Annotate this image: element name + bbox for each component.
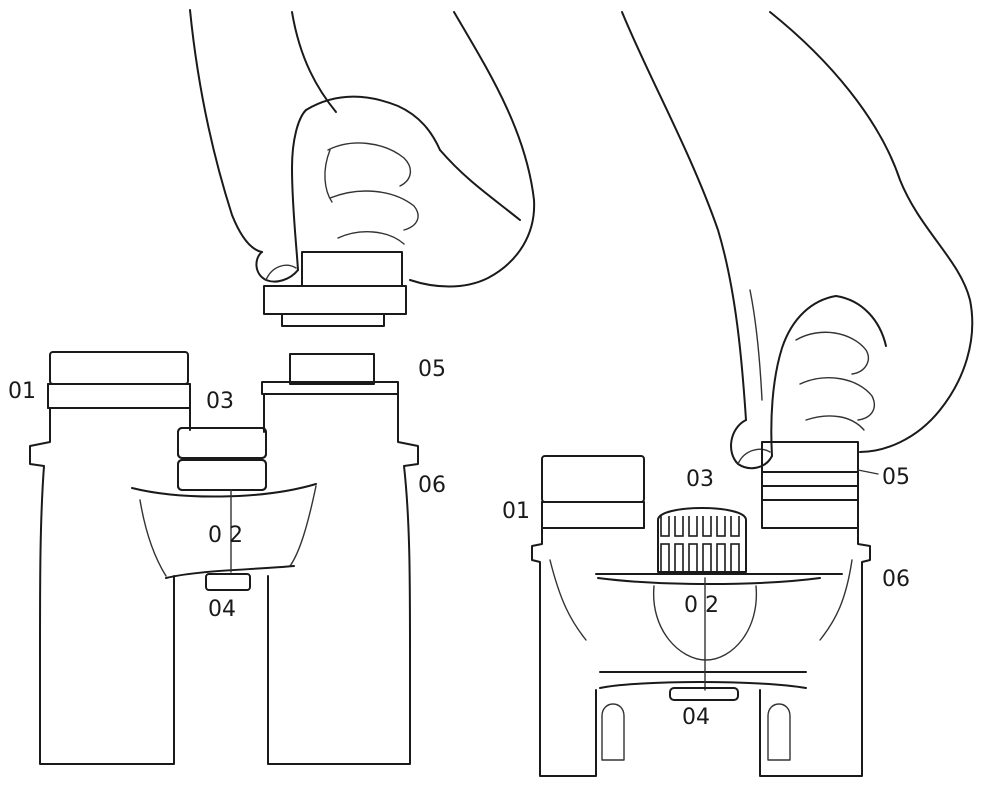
label-04-right: 04 [682, 705, 710, 730]
left-hand [189, 9, 536, 288]
label-01-left: 01 [8, 379, 36, 404]
right-focus-knob [597, 507, 821, 701]
right-binocular: 01 0 2 03 04 05 06 [502, 11, 974, 777]
label-03-right: 03 [686, 467, 714, 492]
label-06-right: 06 [882, 567, 910, 592]
label-01-right: 01 [502, 499, 530, 524]
left-bridge [131, 483, 317, 591]
right-eyecup [761, 441, 879, 529]
label-05-right: 05 [882, 465, 910, 490]
label-02-left: 0 2 [208, 523, 243, 548]
left-binocular: 01 0 2 03 04 05 06 [8, 9, 536, 765]
label-02-right: 0 2 [684, 593, 719, 618]
label-03-left: 03 [206, 389, 234, 414]
label-04-left: 04 [208, 597, 236, 622]
right-hand [621, 11, 974, 470]
label-06-left: 06 [418, 473, 446, 498]
label-05-left: 05 [418, 357, 446, 382]
left-focus-knob [177, 427, 267, 491]
right-fig-left-barrel [531, 455, 645, 777]
right-barrel [261, 353, 419, 765]
left-eyecup-removed [263, 251, 407, 327]
left-barrel [29, 351, 191, 765]
right-fig-right-barrel [759, 527, 871, 777]
right-body-frame [549, 559, 853, 689]
